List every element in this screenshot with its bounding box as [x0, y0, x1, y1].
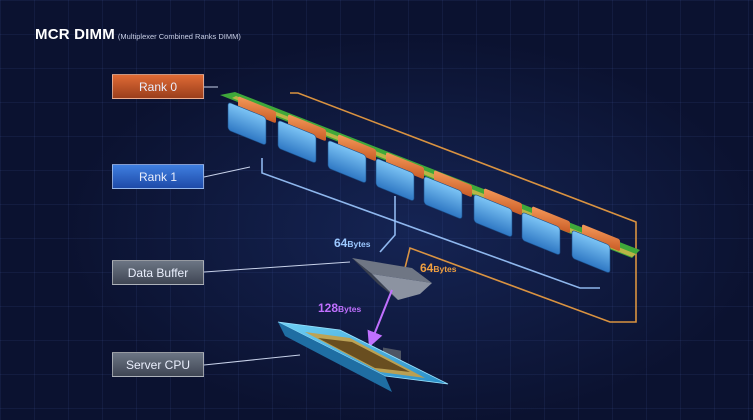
- title-subtitle: (Multiplexer Combined Ranks DIMM): [117, 32, 241, 41]
- memory-chips: [227, 96, 620, 273]
- rank-1-to-buffer-line: [379, 196, 396, 253]
- dram-chip: [473, 188, 522, 237]
- dram-chip: [277, 114, 326, 163]
- dram-chip: [521, 206, 570, 255]
- bytes-label-purple: 128Bytes: [318, 301, 361, 315]
- dram-chip: [571, 224, 620, 273]
- data-buffer-chip: [352, 258, 432, 361]
- data-buffer-label: Data Buffer: [112, 260, 204, 285]
- rank-1-connector: [203, 166, 251, 178]
- bytes-label-blue: 64Bytes: [334, 236, 371, 250]
- server-cpu-label: Server CPU: [112, 352, 204, 377]
- bytes-number-blue: 64: [334, 236, 348, 250]
- server-cpu-chip: [277, 321, 449, 392]
- bytes-label-orange: 64Bytes: [420, 261, 457, 275]
- dram-chip: [227, 96, 276, 145]
- bytes-unit-purple: Bytes: [338, 304, 361, 314]
- data-buffer-connector: [203, 261, 351, 273]
- bytes-unit-blue: Bytes: [347, 239, 370, 249]
- rank-1-bus-line: [261, 158, 600, 289]
- dram-chip: [375, 152, 424, 201]
- bytes-number-orange: 64: [420, 261, 434, 275]
- rank-0-label: Rank 0: [112, 74, 204, 99]
- dram-chip: [327, 134, 376, 183]
- bytes-unit-orange: Bytes: [433, 264, 456, 274]
- title-main: MCR DIMM: [35, 26, 115, 43]
- bytes-number-purple: 128: [318, 301, 338, 315]
- dram-chip: [423, 170, 472, 219]
- buffer-to-cpu-arrow: [367, 289, 393, 348]
- server-cpu-connector: [203, 354, 301, 366]
- rank-1-label: Rank 1: [112, 164, 204, 189]
- rank-0-bus-line: [290, 92, 637, 323]
- diagram-title: MCR DIMM(Multiplexer Combined Ranks DIMM…: [35, 26, 241, 44]
